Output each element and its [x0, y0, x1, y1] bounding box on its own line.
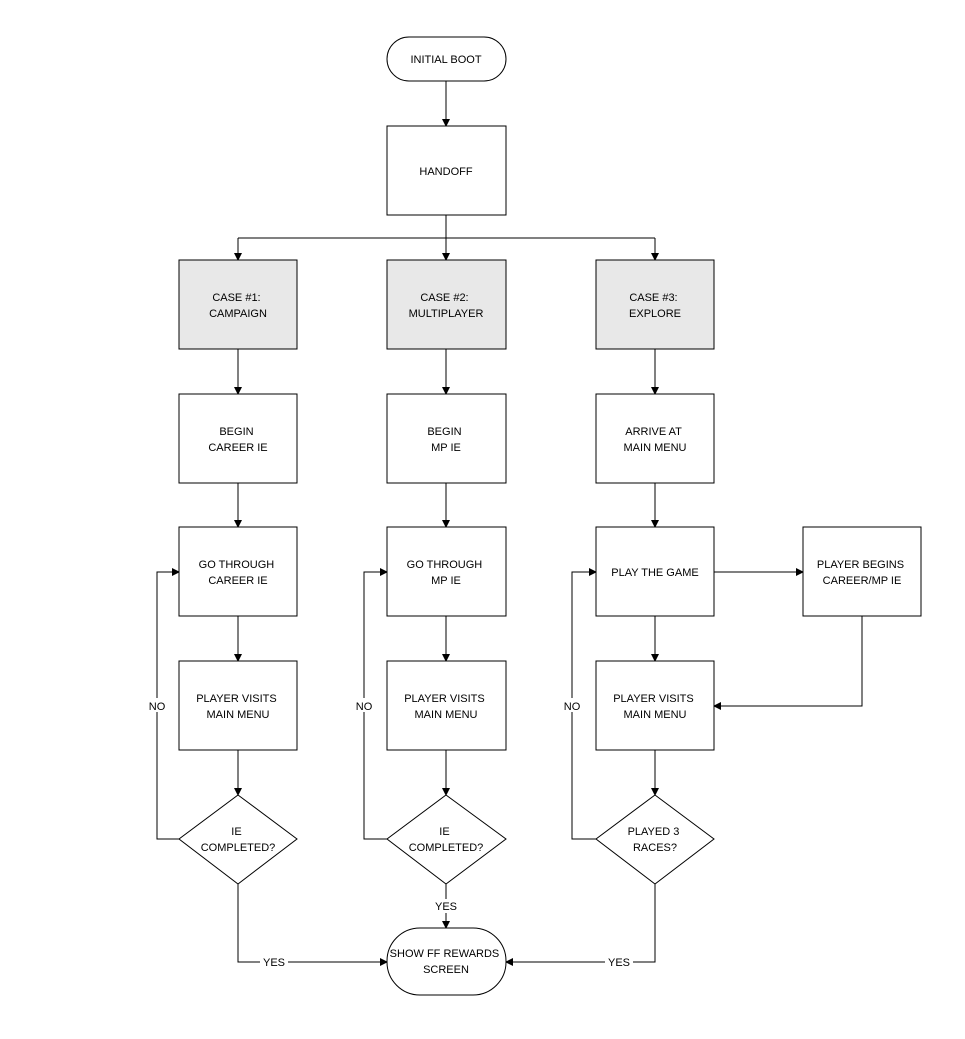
svg-text:GO THROUGH MP IE: GO THROUGH MP IE [407, 559, 486, 587]
edge-label-no-1: NO [149, 701, 166, 713]
edge-completed1-yes [237, 884, 388, 966]
svg-text:IE COMPLETED?: IE COMPLETED? [201, 826, 276, 854]
svg-text:ARRIVE AT MAIN MENU: ARRIVE AT MAIN MENU [624, 426, 687, 454]
node-case-2: CASE #2: MULTIPLAYER [386, 259, 507, 350]
node-visits3-line-2: MAIN MENU [624, 709, 687, 721]
node-rewards-line-1: SHOW FF REWARDS [390, 948, 500, 960]
node-case-1-line-2: CAMPAIGN [209, 308, 267, 320]
node-play-the-game-line-1: PLAY THE GAME [611, 567, 698, 579]
svg-text:PLAYER VISITS MAIN MEN: PLAYER VISITS MAIN MENU [613, 693, 697, 721]
node-begin-mp-ie: BEGIN MP IE [386, 393, 507, 484]
node-begin-career-ie: BEGIN CAREER IE [178, 393, 298, 484]
node-play-the-game: PLAY THE GAME [595, 526, 715, 617]
svg-text:CASE #3: EXPLORE: CASE #3: EXPLORE [629, 292, 681, 320]
node-arrive-main-menu-line-2: MAIN MENU [624, 442, 687, 454]
node-case-3-line-1: CASE #3: [629, 292, 677, 304]
svg-text:INITIAL BOOT: INITIAL BOOT [410, 54, 481, 66]
node-case-2-line-2: MULTIPLAYER [409, 308, 484, 320]
node-arrive-main-menu-line-1: ARRIVE AT [625, 426, 682, 438]
node-case-3: CASE #3: EXPLORE [595, 259, 715, 350]
node-player-visits-main-menu-1: PLAYER VISITS MAIN MENU [178, 660, 298, 751]
node-visits2-line-1: PLAYER VISITS [404, 693, 485, 705]
svg-text:BEGIN CAREER IE: BEGIN CAREER IE [208, 426, 267, 454]
edge-label-yes-3: YES [608, 957, 630, 969]
edge-label-yes-2: YES [435, 901, 457, 913]
svg-text:PLAYER VISITS MAIN MEN: PLAYER VISITS MAIN MENU [196, 693, 280, 721]
decision-1-line-2: COMPLETED? [201, 842, 276, 854]
decision-1-line-1: IE [231, 826, 241, 838]
svg-text:IE COMPLETED?: IE COMPLETED? [409, 826, 484, 854]
node-go-through-mp-ie: GO THROUGH MP IE [386, 526, 507, 617]
edge-label-no-3: NO [564, 701, 581, 713]
decision-3-line-2: RACES? [633, 842, 677, 854]
node-initial-boot-line-1: INITIAL BOOT [410, 54, 481, 66]
node-player-begins-line-1: PLAYER BEGINS [817, 559, 904, 571]
node-case-2-line-1: CASE #2: [420, 292, 468, 304]
edge-label-no-2: NO [356, 701, 373, 713]
node-player-begins-line-2: CAREER/MP IE [823, 575, 902, 587]
node-go-through-mp-ie-line-2: MP IE [431, 575, 461, 587]
node-begin-mp-ie-line-1: BEGIN [427, 426, 461, 438]
node-arrive-main-menu: ARRIVE AT MAIN MENU [595, 393, 715, 484]
node-handoff: HANDOFF [386, 125, 507, 216]
svg-text:BEGIN MP IE: BEGIN MP IE [427, 426, 464, 454]
svg-text:SHOW FF REWARDS SCREEN: SHOW FF REWARDS SCREEN [390, 948, 503, 976]
node-visits2-line-2: MAIN MENU [415, 709, 478, 721]
decision-ie-completed-2: IE COMPLETED? [386, 794, 507, 885]
node-begin-career-ie-line-2: CAREER IE [208, 442, 267, 454]
node-case-3-line-2: EXPLORE [629, 308, 681, 320]
edge-played3-yes [505, 884, 656, 966]
node-handoff-line-1: HANDOFF [419, 166, 472, 178]
svg-text:PLAYER VISITS MAIN MEN: PLAYER VISITS MAIN MENU [404, 693, 488, 721]
svg-text:PLAYER BEGINS CAREER/M: PLAYER BEGINS CAREER/MP IE [817, 559, 907, 587]
node-player-visits-main-menu-2: PLAYER VISITS MAIN MENU [386, 660, 507, 751]
node-player-begins-career-mp-ie: PLAYER BEGINS CAREER/MP IE [802, 526, 922, 617]
decision-2-line-1: IE [439, 826, 449, 838]
svg-text:HANDOFF: HANDOFF [419, 166, 472, 178]
node-go-through-career-ie-line-2: CAREER IE [208, 575, 267, 587]
svg-text:PLAYED 3 RACES?: PLAYED 3 RACES? [628, 826, 683, 854]
svg-text:PLAY THE GAME: PLAY THE GAME [611, 567, 698, 579]
node-go-through-career-ie-line-1: GO THROUGH [199, 559, 275, 571]
node-visits3-line-1: PLAYER VISITS [613, 693, 694, 705]
node-show-ff-rewards-screen: SHOW FF REWARDS SCREEN [386, 927, 507, 996]
node-begin-mp-ie-line-2: MP IE [431, 442, 461, 454]
node-go-through-career-ie: GO THROUGH CAREER IE [178, 526, 298, 617]
svg-text:GO THROUGH CAREER IE: GO THROUGH CAREER IE [199, 559, 278, 587]
edge-labels: NO NO NO YES YES YES [144, 698, 633, 969]
decision-played-3-races: PLAYED 3 RACES? [595, 794, 715, 885]
svg-text:CASE #1: CAMPAIGN: CASE #1: CAMPAIGN [209, 292, 267, 320]
node-go-through-mp-ie-line-1: GO THROUGH [407, 559, 483, 571]
decision-ie-completed-1: IE COMPLETED? [178, 794, 298, 885]
node-visits1-line-2: MAIN MENU [207, 709, 270, 721]
decision-3-line-1: PLAYED 3 [628, 826, 680, 838]
node-case-1-line-1: CASE #1: [212, 292, 260, 304]
node-initial-boot: INITIAL BOOT [386, 36, 507, 82]
decision-2-line-2: COMPLETED? [409, 842, 484, 854]
node-rewards-line-2: SCREEN [423, 964, 469, 976]
node-player-visits-main-menu-3: PLAYER VISITS MAIN MENU [595, 660, 715, 751]
node-visits1-line-1: PLAYER VISITS [196, 693, 277, 705]
svg-text:CASE #2: MULTIPLAYER: CASE #2: MULTIPLAYER [409, 292, 484, 320]
nodes: INITIAL BOOT HANDOFF CASE #1: CAMPAIGN C… [178, 36, 922, 996]
edge-player-begins-visits3 [713, 616, 863, 710]
node-case-1: CASE #1: CAMPAIGN [178, 259, 298, 350]
node-begin-career-ie-line-1: BEGIN [219, 426, 253, 438]
edge-label-yes-1: YES [263, 957, 285, 969]
